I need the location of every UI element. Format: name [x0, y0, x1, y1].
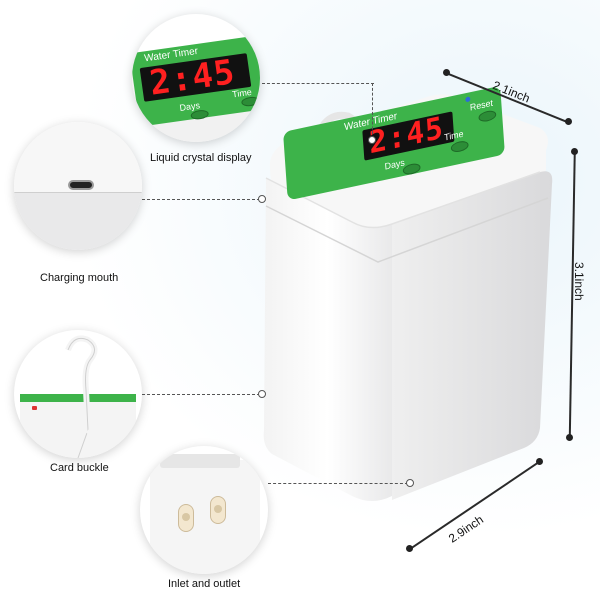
usb-port-icon — [68, 180, 94, 190]
dot-charging — [258, 195, 266, 203]
dot-buckle — [258, 390, 266, 398]
leader-buckle — [142, 394, 260, 395]
indicator-dot-icon — [32, 406, 37, 410]
leader-display — [262, 83, 374, 84]
outlet-nozzle-icon — [210, 496, 226, 524]
depth-dimension-end-right — [536, 458, 543, 465]
depth-dimension-end-left — [406, 545, 413, 552]
callout-display: Water Timer 2:45 Days Time — [132, 14, 260, 142]
leader-display-vertical — [372, 83, 373, 139]
height-dimension-label: 3.1inch — [572, 262, 586, 301]
callout-inlet — [140, 446, 268, 574]
label-charging: Charging mouth — [40, 272, 119, 284]
label-buckle: Card buckle — [50, 462, 109, 474]
dot-display — [368, 136, 376, 144]
leader-inlet — [268, 483, 408, 484]
width-dimension-end-right — [565, 118, 572, 125]
label-display: Liquid crystal display — [150, 152, 252, 164]
label-inlet: Inlet and outlet — [168, 578, 241, 590]
height-dimension-end-bottom — [566, 434, 573, 441]
height-dimension-end-top — [571, 148, 578, 155]
width-dimension-end-left — [443, 69, 450, 76]
callout-buckle — [14, 330, 142, 458]
callout-charging — [14, 122, 142, 250]
hook-icon — [65, 335, 113, 458]
inlet-nozzle-icon — [178, 504, 194, 532]
leader-charging — [142, 199, 260, 200]
dot-inlet — [406, 479, 414, 487]
